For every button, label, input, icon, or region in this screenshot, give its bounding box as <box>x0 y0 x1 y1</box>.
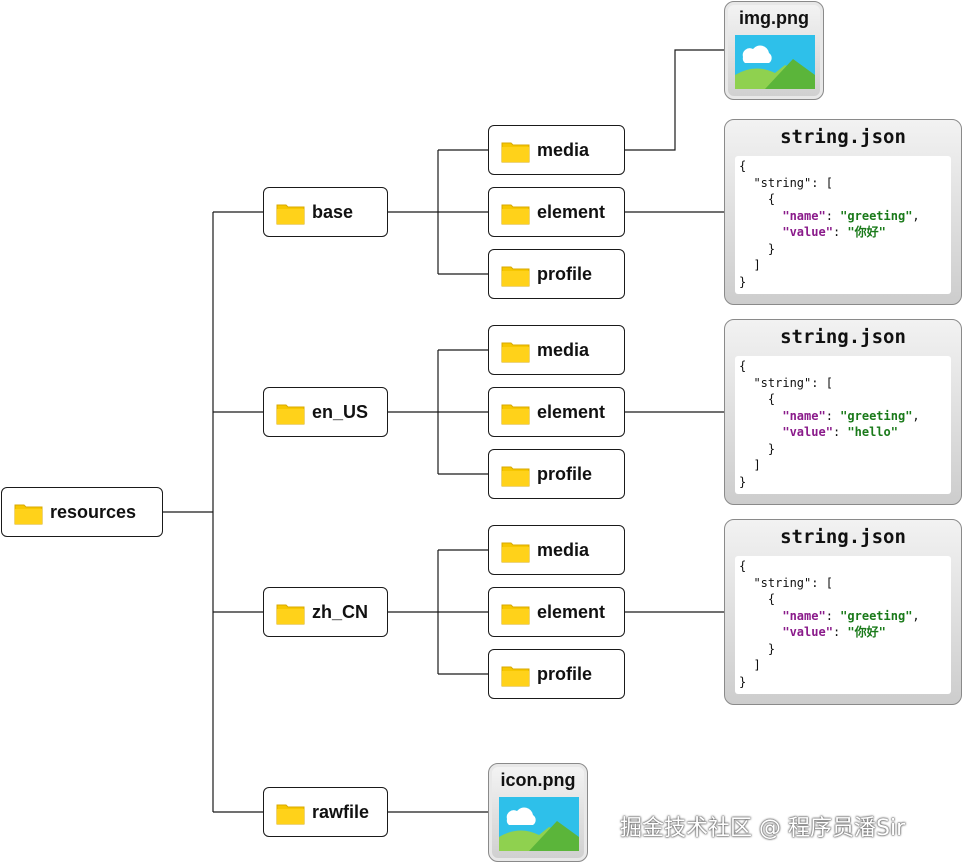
json-file-base-string[interactable]: string.json { "string": [ { "name": "gre… <box>724 119 962 305</box>
code-line: { <box>739 159 747 173</box>
folder-node-zh-cn-profile[interactable]: profile <box>488 649 625 699</box>
image-file-icon-png[interactable]: icon.png <box>488 763 588 862</box>
folder-node-zh-cn-element[interactable]: element <box>488 587 625 637</box>
code-line: { <box>739 192 776 206</box>
code-line: "string": [ <box>739 175 833 190</box>
json-file-title: string.json <box>780 326 906 348</box>
json-value: "你好" <box>847 625 886 639</box>
code-line: { <box>739 592 776 606</box>
folder-label: media <box>537 339 590 360</box>
folder-label: profile <box>537 663 593 684</box>
folder-label: media <box>537 139 590 160</box>
json-value: "greeting" <box>840 208 913 223</box>
code-line: ] <box>739 258 761 272</box>
code-line: "name": "greeting", <box>782 408 920 423</box>
code-line: "value": "hello" <box>782 425 898 439</box>
folder-node-zh-cn-media[interactable]: media <box>488 525 625 575</box>
folder-node-base-profile[interactable]: profile <box>488 249 625 299</box>
folder-label: element <box>537 601 606 622</box>
folder-node-en-us-element[interactable]: element <box>488 387 625 437</box>
json-code-block: { "string": [ { "name": "greeting", "val… <box>735 156 951 294</box>
folder-label: profile <box>537 463 593 484</box>
json-key: "name" <box>782 408 826 423</box>
image-file-name: icon.png <box>500 770 576 790</box>
code-line: "value": "你好" <box>782 625 886 639</box>
folder-node-zh-cn[interactable]: zh_CN <box>263 587 388 637</box>
folder-icon <box>501 139 530 163</box>
json-file-zh-cn-string[interactable]: string.json { "string": [ { "name": "gre… <box>724 519 962 705</box>
folder-icon <box>501 539 530 563</box>
folder-icon <box>501 601 530 625</box>
folder-icon <box>276 801 305 825</box>
folder-node-en-us-media[interactable]: media <box>488 325 625 375</box>
json-file-title: string.json <box>780 126 906 148</box>
folder-node-rawfile[interactable]: rawfile <box>263 787 388 837</box>
json-value: "greeting" <box>840 408 913 423</box>
code-line: { <box>739 392 776 406</box>
code-line: } <box>739 441 776 456</box>
json-key: "name" <box>782 608 826 623</box>
folder-icon <box>501 263 530 287</box>
code-line: "name": "greeting", <box>782 608 920 623</box>
folder-icon <box>501 463 530 487</box>
json-file-en-us-string[interactable]: string.json { "string": [ { "name": "gre… <box>724 319 962 505</box>
folder-icon <box>501 339 530 363</box>
folder-icon <box>276 401 305 425</box>
image-file-name: img.png <box>739 8 809 28</box>
folder-node-resources[interactable]: resources <box>1 487 163 537</box>
code-line: } <box>739 641 776 656</box>
code-line: { <box>739 359 747 373</box>
json-key: "value" <box>782 625 833 639</box>
folder-label: element <box>537 201 606 222</box>
code-line: "string": [ <box>739 575 833 590</box>
folder-label: media <box>537 539 590 560</box>
folder-node-base-element[interactable]: element <box>488 187 625 237</box>
folder-node-base-media[interactable]: media <box>488 125 625 175</box>
code-line: ] <box>739 458 761 472</box>
folder-icon <box>501 401 530 425</box>
code-line: "string": [ <box>739 375 833 390</box>
image-thumbnail-icon <box>499 797 579 851</box>
folder-label: profile <box>537 263 593 284</box>
folder-label: base <box>312 201 354 222</box>
watermark: 掘金技术社区 @ 程序员潘Sir <box>620 816 906 841</box>
folder-label: rawfile <box>312 801 370 822</box>
folder-label: resources <box>50 501 137 522</box>
folder-label: zh_CN <box>312 601 369 622</box>
folder-label: en_US <box>312 401 369 422</box>
code-line: ] <box>739 658 761 672</box>
folder-icon <box>276 201 305 225</box>
image-thumbnail-icon <box>735 35 815 89</box>
folder-node-base[interactable]: base <box>263 187 388 237</box>
code-line: } <box>739 474 747 489</box>
json-key: "value" <box>782 225 833 239</box>
folder-icon <box>14 501 43 525</box>
image-file-img-png[interactable]: img.png <box>724 1 824 100</box>
json-file-title: string.json <box>780 526 906 548</box>
folder-icon <box>501 663 530 687</box>
code-line: "value": "你好" <box>782 225 886 239</box>
json-value: "greeting" <box>840 608 913 623</box>
json-key: "value" <box>782 425 833 439</box>
folder-node-en-us-profile[interactable]: profile <box>488 449 625 499</box>
folder-label: element <box>537 401 606 422</box>
json-code-block: { "string": [ { "name": "greeting", "val… <box>735 356 951 494</box>
code-line: } <box>739 241 776 256</box>
code-line: { <box>739 559 747 573</box>
json-value: "hello" <box>847 425 898 439</box>
folder-icon <box>276 601 305 625</box>
json-code-block: { "string": [ { "name": "greeting", "val… <box>735 556 951 694</box>
folder-node-en-us[interactable]: en_US <box>263 387 388 437</box>
code-line: "name": "greeting", <box>782 208 920 223</box>
code-line: } <box>739 674 747 689</box>
code-line: } <box>739 274 747 289</box>
folder-icon <box>501 201 530 225</box>
json-value: "你好" <box>847 225 886 239</box>
json-key: "name" <box>782 208 826 223</box>
